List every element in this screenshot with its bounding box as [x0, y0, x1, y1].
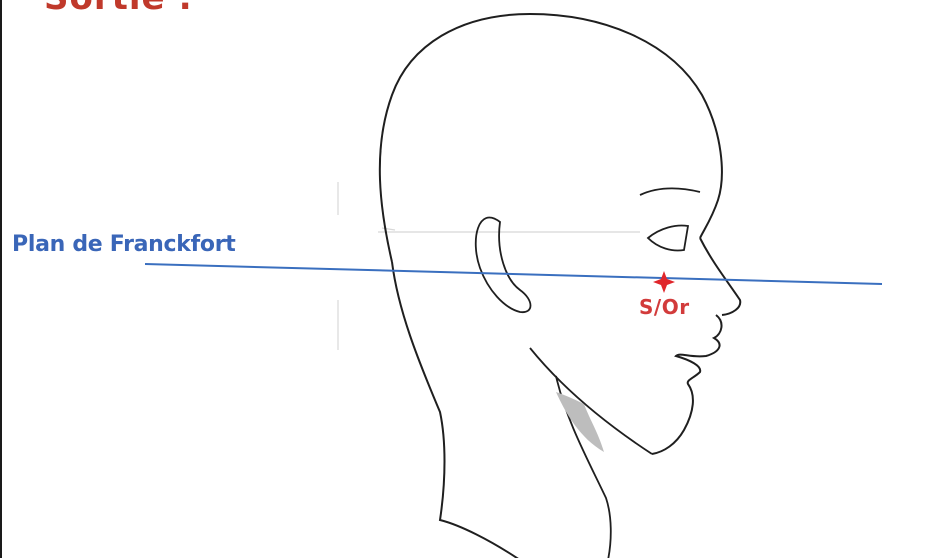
frankfort-plane-line — [145, 264, 882, 284]
s-or-point-marker — [653, 271, 675, 293]
eye — [648, 226, 688, 251]
frankfort-plane-label: Plan de Franckfort — [12, 232, 235, 257]
eyebrow — [640, 188, 700, 195]
head-outline — [380, 14, 722, 262]
s-or-point-label: S/Or — [639, 295, 690, 319]
neck-back — [392, 262, 520, 558]
face-profile — [700, 238, 740, 315]
sketch-guides — [338, 182, 640, 350]
mouth-chin — [652, 315, 722, 454]
